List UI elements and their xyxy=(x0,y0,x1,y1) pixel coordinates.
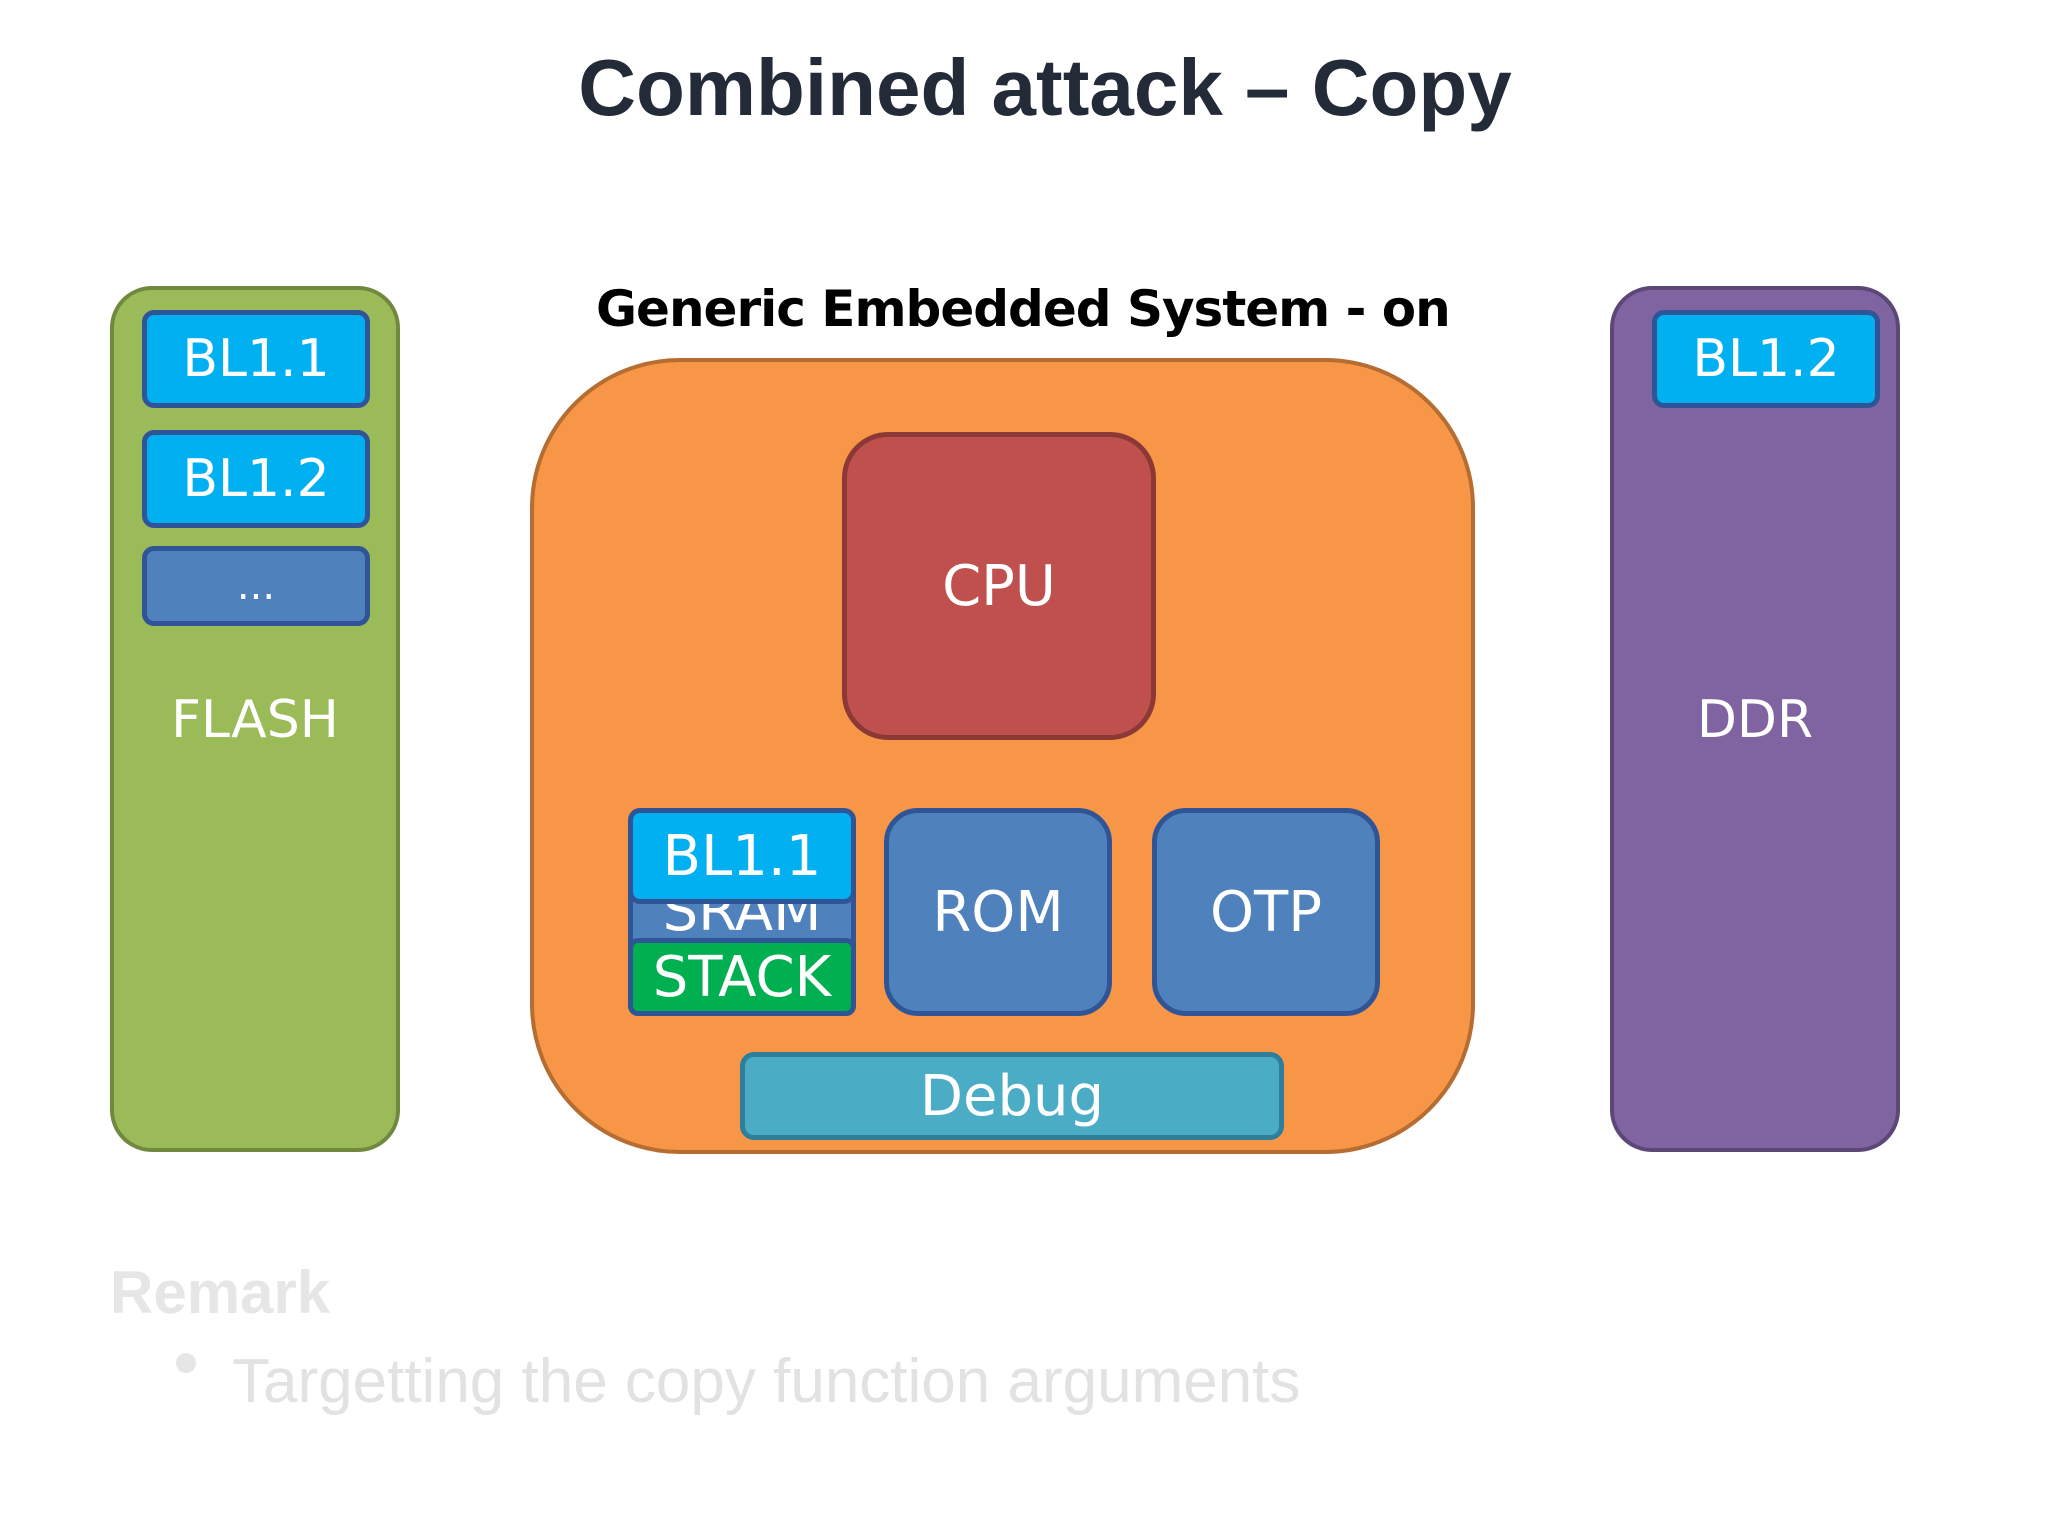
ddr-memory xyxy=(1610,286,1900,1152)
ddr-bl1-2-block: BL1.2 xyxy=(1652,310,1880,408)
flash-more-block: ... xyxy=(142,546,370,626)
sram-bl1-1-block: BL1.1 xyxy=(628,808,856,904)
cpu-block: CPU xyxy=(842,432,1156,740)
slide-title: Combined attack – Copy xyxy=(578,43,1512,132)
system-title: Generic Embedded System - on xyxy=(596,280,1451,338)
rom-block: ROM xyxy=(884,808,1112,1016)
otp-block: OTP xyxy=(1152,808,1380,1016)
remark-title: Remark xyxy=(110,1259,331,1326)
flash-bl1-1-block: BL1.1 xyxy=(142,310,370,408)
ddr-label: DDR xyxy=(1696,690,1814,750)
remark-bullet-text: Targetting the copy function arguments xyxy=(232,1347,1301,1416)
bullet-icon xyxy=(176,1353,196,1373)
stack-block: STACK xyxy=(628,938,856,1016)
debug-block: Debug xyxy=(740,1052,1284,1140)
flash-bl1-2-block: BL1.2 xyxy=(142,430,370,528)
flash-label: FLASH xyxy=(171,690,339,750)
